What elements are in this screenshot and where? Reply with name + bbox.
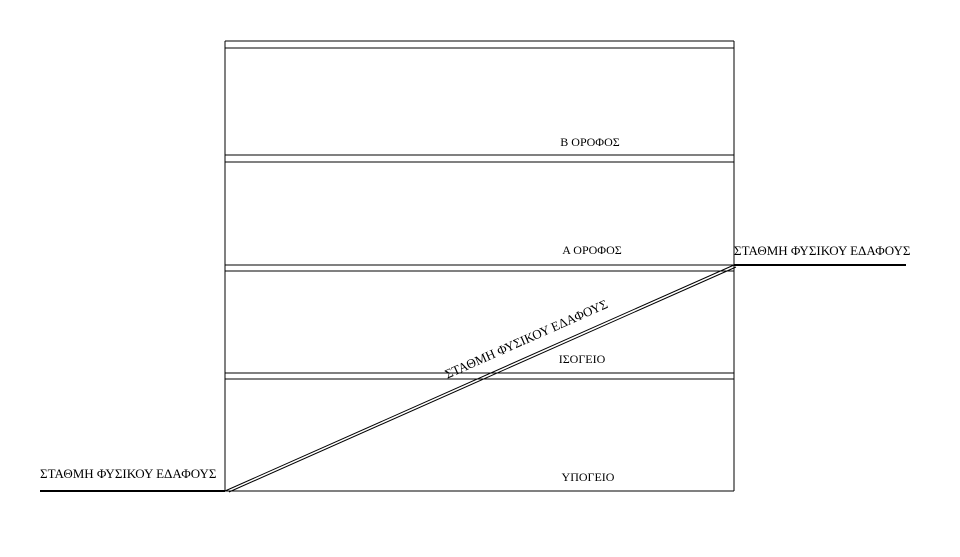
ground-level-label-right: ΣΤΑΘΜΗ ΦΥΣΙΚΟΥ ΕΔΑΦΟΥΣ <box>734 243 910 258</box>
natural-ground-line <box>40 264 906 493</box>
slab-first-floor <box>225 264 734 272</box>
floor-label-basement: ΥΠΟΓΕΙΟ <box>562 470 615 484</box>
slab-second-floor <box>225 154 734 163</box>
building-outline <box>224 41 735 492</box>
ground-line-slope-b <box>228 266 737 493</box>
floor-label-first-floor: Α ΟΡΟΦΟΣ <box>562 243 621 257</box>
slabs <box>225 40 734 380</box>
roof-slab <box>225 40 734 49</box>
ground-level-label-left: ΣΤΑΘΜΗ ΦΥΣΙΚΟΥ ΕΔΑΦΟΥΣ <box>40 466 216 481</box>
floor-label-ground-floor: ΙΣΟΓΕΙΟ <box>559 352 606 366</box>
floor-label-second-floor: Β ΟΡΟΦΟΣ <box>560 135 619 149</box>
ground-level-label-slope: ΣΤΑΘΜΗ ΦΥΣΙΚΟΥ ΕΔΑΦΟΥΣ <box>442 296 609 381</box>
ground-line-slope-a <box>224 264 735 492</box>
slab-ground-floor <box>225 372 734 380</box>
